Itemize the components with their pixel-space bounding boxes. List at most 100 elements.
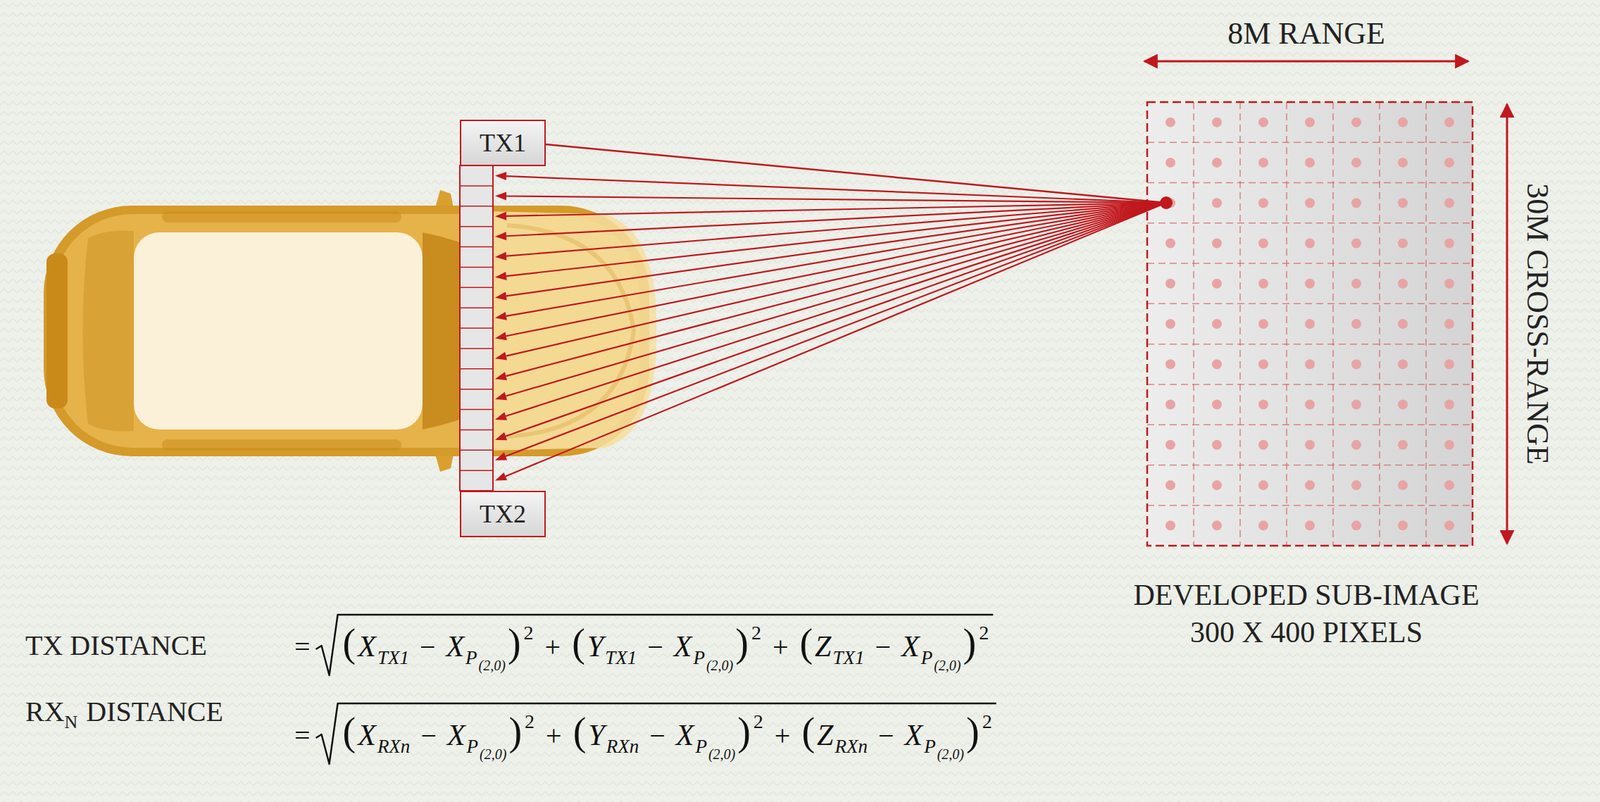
pixel-dot: [1444, 319, 1455, 329]
tx-path: [545, 144, 1167, 203]
math-symbol: ): [963, 621, 977, 665]
rx-element: [459, 429, 493, 431]
pixel-dot: [1211, 359, 1222, 370]
math-symbol: (2,0): [478, 657, 506, 674]
math-symbol: (2,0): [479, 746, 507, 762]
math-symbol: (: [799, 621, 813, 665]
rx-path: [506, 202, 1167, 277]
grid-line: [1147, 262, 1473, 265]
rx-element: [459, 327, 493, 329]
pixel-dot: [1351, 319, 1362, 329]
dimension-label: 30M CROSS-RANGE: [1519, 183, 1556, 465]
math-operator: −: [420, 719, 437, 752]
math-symbol: (2,0): [937, 746, 965, 762]
pixel-dot: [1351, 278, 1362, 289]
equation-label: RX: [25, 695, 65, 728]
rx-element: [459, 287, 493, 289]
math-symbol: Z: [816, 719, 834, 752]
radicand: (XTX1−XP(2,0))2+(YTX1−XP(2,0))2+(ZTX1−XP…: [341, 616, 991, 674]
rx-array: [459, 165, 493, 491]
pixel-dot: [1258, 238, 1269, 248]
math-operator: −: [874, 630, 891, 663]
grid-line: [1285, 102, 1288, 546]
pixel-dot: [1211, 400, 1222, 410]
arrowhead: [495, 311, 508, 321]
arrowhead: [495, 472, 508, 481]
equation-label: N: [64, 711, 79, 733]
rx-element: [459, 347, 493, 350]
rx-element: [459, 368, 493, 370]
caption-text: DEVELOPED SUB-IMAGE: [1133, 578, 1479, 612]
math-symbol: X: [901, 630, 920, 663]
math-symbol: RXn: [834, 735, 868, 758]
pixel-dot: [1397, 400, 1408, 410]
pixel-dot: [1351, 400, 1362, 410]
math-symbol: X: [357, 630, 377, 663]
equation-label: DISTANCE: [85, 695, 224, 728]
math-symbol: (2,0): [708, 746, 736, 762]
transmitter-box: TX1: [459, 119, 546, 167]
grid-line: [1147, 222, 1473, 224]
pixel-dot: [1211, 117, 1222, 128]
math-symbol: 2: [978, 621, 989, 644]
math-symbol: P: [692, 647, 705, 669]
pixel-dot: [1211, 157, 1222, 168]
math-symbol: P: [466, 735, 479, 758]
math-operator: −: [649, 719, 666, 752]
rx-element: [459, 388, 493, 391]
rx-path: [506, 195, 1167, 203]
rx-path: [505, 202, 1167, 397]
rx-element: [459, 409, 493, 411]
pixel-dot: [1258, 359, 1269, 370]
pixel-dot: [1444, 238, 1455, 248]
pixel-dot: [1211, 440, 1222, 450]
arrowhead: [495, 171, 507, 181]
pixel-dot: [1211, 238, 1222, 248]
pixel-dot: [1397, 157, 1408, 168]
distance-equation: =(XTX1−XP(2,0))2+(YTX1−XP(2,0))2+(ZTX1−X…: [294, 616, 991, 674]
pixel-dot: [1211, 197, 1222, 208]
math-symbol: (: [342, 621, 357, 665]
pixel-dot: [1444, 440, 1455, 450]
grid-line: [1147, 464, 1473, 467]
rx-element: [459, 469, 493, 472]
math-symbol: TX1: [377, 647, 410, 669]
math-symbol: TX1: [604, 647, 637, 669]
math-operator: =: [294, 719, 311, 752]
math-symbol: P: [695, 735, 708, 758]
arrowhead: [495, 331, 508, 341]
dimension-label: 8M RANGE: [1227, 15, 1386, 52]
math-symbol: (: [801, 709, 815, 754]
math-symbol: ): [508, 709, 522, 754]
math-symbol: X: [445, 630, 465, 663]
pixel-dot: [1165, 117, 1176, 128]
pixel-dot: [1397, 520, 1408, 531]
pixel-dot: [1444, 157, 1455, 168]
grid-border: [1147, 102, 1473, 546]
caption-text: 300 X 400 PIXELS: [1190, 615, 1423, 650]
rx-path: [505, 202, 1167, 457]
math-symbol: RXn: [606, 735, 640, 758]
sub-image-grid: [1147, 102, 1473, 546]
pixel-dot: [1258, 480, 1269, 491]
rx-element: [459, 185, 493, 187]
transmitter-box: TX2: [459, 490, 546, 538]
math-symbol: (: [342, 709, 357, 754]
math-operator: −: [647, 630, 664, 663]
pixel-dot: [1304, 440, 1315, 450]
math-symbol: Z: [814, 630, 831, 663]
arrowhead: [495, 352, 508, 361]
pixel-dot: [1211, 278, 1222, 289]
pixel-dot: [1258, 157, 1269, 168]
pixel-dot: [1165, 278, 1176, 289]
math-symbol: P: [923, 735, 936, 758]
equation-label: RXNDISTANCE: [25, 695, 224, 729]
pixel-dot: [1304, 359, 1315, 370]
pixel-dot: [1304, 520, 1315, 531]
math-operator: −: [419, 630, 436, 663]
pixel-dot: [1397, 480, 1408, 491]
pixel-dot: [1165, 319, 1176, 329]
math-symbol: (2,0): [706, 657, 734, 674]
